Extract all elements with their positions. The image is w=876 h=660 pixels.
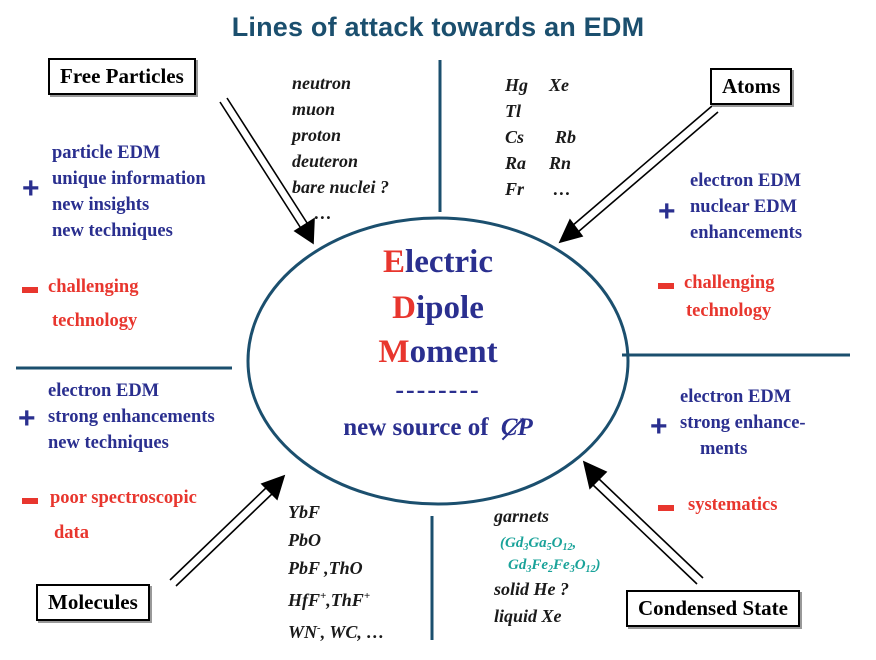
arrow-molecules <box>169 474 286 587</box>
minus-icon <box>22 287 38 293</box>
molecules-con-1: poor spectroscopic <box>50 488 197 508</box>
list-item: deuteron <box>292 151 359 171</box>
free-particles-pros: particle EDM unique information new insi… <box>52 143 206 241</box>
plus-icon: + <box>18 402 36 435</box>
list-item: Tl <box>505 101 521 121</box>
list-item: PbF ,ThO <box>288 558 363 578</box>
molecules-pros: electron EDM strong enhancements new tec… <box>48 381 215 453</box>
free-particles-list: neutron muon proton deuteron bare nuclei… <box>292 70 389 226</box>
atoms-con-2: technology <box>686 301 772 321</box>
condensed-con-1: systematics <box>688 495 778 515</box>
plus-icon: + <box>658 195 676 228</box>
center-moment: Moment <box>378 334 498 370</box>
condensed-liquid-xe: liquid Xe <box>494 606 562 626</box>
arrow-free-particles <box>219 97 315 245</box>
list-item: neutron <box>292 73 352 93</box>
minus-icon <box>658 283 674 289</box>
list-item: proton <box>292 125 342 145</box>
center-ellipse <box>246 216 630 506</box>
list-item: bare nuclei ? <box>292 177 389 197</box>
molecules-list: YbF PbO PbF ,ThO HfF+,ThF+ WN-, WC, … <box>288 498 384 646</box>
box-condensed-state: Condensed State <box>626 590 800 627</box>
free-particles-con-2: technology <box>52 311 138 331</box>
list-item: WN-, WC, … <box>288 622 385 642</box>
free-particles-con-1: challenging <box>48 277 139 297</box>
garnet-formula-1: (Gd3Ga5O12, <box>500 535 577 553</box>
molecules-con-2: data <box>54 523 89 543</box>
arrow-atoms <box>558 105 719 244</box>
center-electric: Electric <box>383 244 493 280</box>
list-item: PbO <box>288 530 321 550</box>
minus-icon <box>658 505 674 511</box>
garnet-formula-2: Gd3Fe2Fe3O12) <box>508 557 601 575</box>
condensed-solid-he: solid He ? <box>494 579 569 599</box>
arrow-condensed <box>582 460 704 585</box>
list-item: muon <box>292 99 336 119</box>
center-dipole: Dipole <box>392 290 484 326</box>
box-free-particles: Free Particles <box>48 58 196 95</box>
plus-icon: + <box>22 172 40 205</box>
atoms-pros: electron EDM nuclear EDM enhancements <box>690 171 803 243</box>
page-title: Lines of attack towards an EDM <box>231 12 645 42</box>
list-item: Fr… <box>505 179 571 199</box>
list-item: YbF <box>288 502 321 522</box>
condensed-pros: electron EDM strong enhance- ments <box>680 387 806 459</box>
minus-icon <box>22 498 38 504</box>
box-molecules: Molecules <box>36 584 150 621</box>
list-item: HfF+,ThF+ <box>288 590 371 610</box>
atoms-con-1: challenging <box>684 273 775 293</box>
box-atoms: Atoms <box>710 68 793 105</box>
list-item: … <box>314 203 332 223</box>
cp-symbol: CP <box>500 414 533 441</box>
plus-icon: + <box>650 410 668 443</box>
center-dashes: -------- <box>395 375 481 404</box>
condensed-garnets: garnets <box>494 506 550 526</box>
center-source: new source of CP <box>343 414 533 441</box>
